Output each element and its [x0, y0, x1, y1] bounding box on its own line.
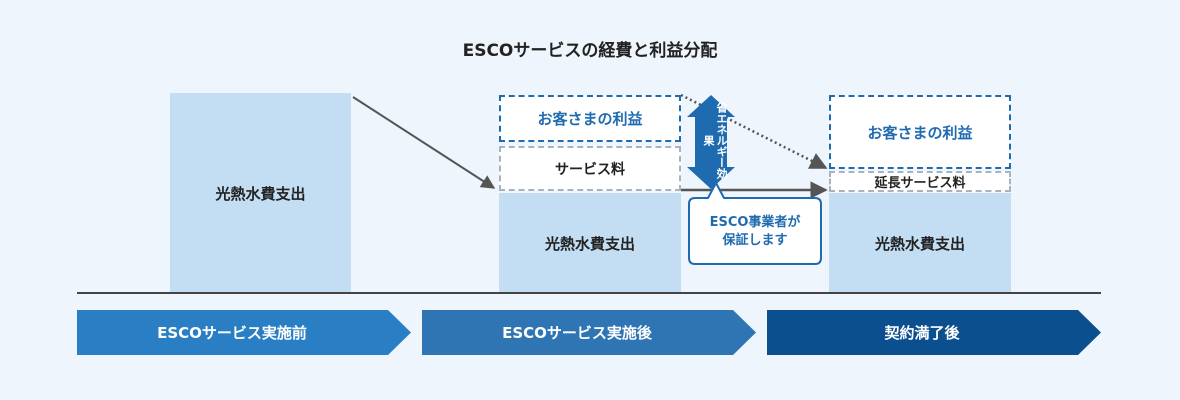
phase-3-arrow — [767, 310, 1101, 355]
energy-saving-label: 省エネルギー効果 — [702, 101, 728, 179]
phase-2-label: ESCOサービス実施後 — [502, 324, 652, 342]
baseline-divider — [77, 292, 1101, 294]
profit-block-end: お客さまの利益 — [829, 95, 1011, 169]
reduction-arrow — [352, 96, 496, 189]
service-fee-label-end: 延長サービス料 — [874, 176, 966, 191]
profit-block-after: お客さまの利益 — [499, 95, 681, 142]
energy-saving-arrow — [687, 95, 735, 189]
cost-block-end: 光熱水費支出 — [829, 193, 1011, 293]
cost-block-after: 光熱水費支出 — [499, 193, 681, 293]
phase-2-arrow — [422, 310, 756, 355]
service-fee-block-after: サービス料 — [499, 146, 681, 191]
diagram-title: ESCOサービスの経費と利益分配 — [462, 41, 718, 61]
phase-1-arrow — [77, 310, 411, 355]
cost-block-before: 光熱水費支出 — [170, 93, 351, 293]
cost-label-before: 光熱水費支出 — [215, 184, 306, 203]
guarantee-callout — [688, 180, 822, 265]
guarantee-line-1: ESCO事業者が — [709, 215, 801, 230]
profit-label-end: お客さまの利益 — [867, 123, 973, 142]
cost-label-after: 光熱水費支出 — [544, 234, 635, 253]
profit-label-after: お客さまの利益 — [537, 110, 643, 128]
service-fee-label-after: サービス料 — [555, 161, 625, 178]
guarantee-text: ESCO事業者が 保証します — [689, 204, 821, 260]
dotted-transfer-arrow — [680, 93, 828, 170]
phase-3-label: 契約満了後 — [884, 324, 960, 342]
phase-1-label: ESCOサービス実施前 — [157, 324, 307, 342]
guarantee-line-2: 保証します — [722, 233, 788, 248]
service-fee-block-end: 延長サービス料 — [829, 171, 1011, 192]
cost-label-end: 光熱水費支出 — [874, 234, 965, 253]
